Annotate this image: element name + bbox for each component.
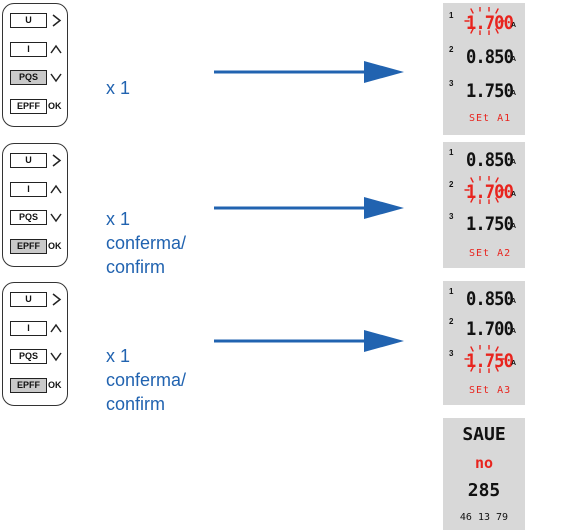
- row-number: 1: [449, 148, 454, 157]
- display-row-2: 2 1.700 A: [443, 317, 525, 343]
- chevron-right-icon: [49, 13, 65, 28]
- save-footer: 46 13 79: [459, 512, 509, 523]
- chevron-up-icon: [49, 182, 65, 197]
- row-number: 2: [449, 45, 454, 54]
- display-row-1: 1 1.700 A: [443, 7, 525, 37]
- arrow-right-icon: [214, 61, 404, 83]
- display-row-2: 2 0.850 A: [443, 45, 525, 71]
- keypad-step-2: U I PQS EPFF OK: [2, 143, 68, 267]
- display-row-3: 3 1.750 A: [443, 345, 525, 375]
- unit-label: A: [511, 298, 517, 305]
- blink-indicator-icon: [464, 345, 505, 373]
- row-value: 1.700: [466, 318, 514, 340]
- row-number: 3: [449, 79, 454, 88]
- row-number: 2: [449, 317, 454, 326]
- row-value: 1.750: [466, 80, 514, 102]
- row-number: 3: [449, 212, 454, 221]
- i-key[interactable]: I: [10, 182, 47, 197]
- i-key[interactable]: I: [10, 42, 47, 57]
- status-text: SEt A1: [469, 113, 512, 124]
- u-key[interactable]: U: [10, 13, 47, 28]
- status-text: SEt A2: [469, 248, 512, 259]
- u-key[interactable]: U: [10, 153, 47, 168]
- save-title: SAUE: [462, 424, 506, 445]
- keypad-step-1: U I PQS EPFF OK: [2, 3, 68, 127]
- row-value: 1.750: [466, 213, 514, 235]
- arrow-right-icon: [214, 197, 404, 219]
- pqs-key[interactable]: PQS: [10, 349, 47, 364]
- chevron-right-icon: [49, 292, 65, 307]
- ok-label: OK: [48, 101, 62, 111]
- display-row-1: 1 0.850 A: [443, 148, 525, 174]
- step-1-label: x 1: [106, 78, 131, 98]
- step-3-label: x 1 conferma/ confirm: [106, 346, 187, 414]
- arrow-right-icon: [214, 330, 404, 352]
- display-row-2: 2 1.700 A: [443, 176, 525, 206]
- row-value: 1.750: [466, 350, 514, 372]
- unit-label: A: [511, 191, 517, 198]
- display-row-3: 3 1.750 A: [443, 212, 525, 238]
- row-number: 1: [449, 287, 454, 296]
- lcd-save-display: SAUE no 285 46 13 79: [443, 418, 525, 530]
- unit-label: A: [511, 90, 517, 97]
- save-choice: no: [474, 454, 494, 472]
- pqs-key[interactable]: PQS: [10, 70, 47, 85]
- unit-label: A: [511, 223, 517, 230]
- unit-label: A: [511, 22, 517, 29]
- lcd-display-1: 1 1.700 A 2 0.850 A 3 1.750 A SEt A1: [443, 3, 525, 135]
- row-value: 1.700: [466, 181, 514, 203]
- unit-label: A: [511, 360, 517, 367]
- u-key[interactable]: U: [10, 292, 47, 307]
- display-row-3: 3 1.750 A: [443, 79, 525, 105]
- row-value: 1.700: [466, 12, 514, 34]
- row-value: 0.850: [466, 288, 514, 310]
- status-text: SEt A3: [469, 385, 512, 396]
- row-value: 0.850: [466, 46, 514, 68]
- row-number: 3: [449, 349, 454, 358]
- chevron-down-icon: [49, 349, 65, 364]
- row-value: 0.850: [466, 149, 514, 171]
- i-key[interactable]: I: [10, 321, 47, 336]
- lcd-display-2: 1 0.850 A 2 1.700 A 3 1.750 A SEt A2: [443, 142, 525, 268]
- chevron-up-icon: [49, 42, 65, 57]
- pqs-key[interactable]: PQS: [10, 210, 47, 225]
- save-value: 285: [467, 480, 501, 501]
- unit-label: A: [511, 328, 517, 335]
- ok-label: OK: [48, 241, 62, 251]
- chevron-down-icon: [49, 210, 65, 225]
- unit-label: A: [511, 159, 517, 166]
- chevron-up-icon: [49, 321, 65, 336]
- chevron-right-icon: [49, 153, 65, 168]
- epff-key[interactable]: EPFF: [10, 239, 47, 254]
- display-row-1: 1 0.850 A: [443, 287, 525, 313]
- row-number: 2: [449, 180, 454, 189]
- keypad-step-3: U I PQS EPFF OK: [2, 282, 68, 406]
- ok-label: OK: [48, 380, 62, 390]
- chevron-down-icon: [49, 70, 65, 85]
- step-2-label: x 1 conferma/ confirm: [106, 209, 187, 277]
- epff-key[interactable]: EPFF: [10, 99, 47, 114]
- blink-indicator-icon: [464, 176, 505, 204]
- lcd-display-3: 1 0.850 A 2 1.700 A 3 1.750 A SEt A3: [443, 281, 525, 405]
- unit-label: A: [511, 56, 517, 63]
- blink-indicator-icon: [464, 7, 505, 35]
- epff-key[interactable]: EPFF: [10, 378, 47, 393]
- row-number: 1: [449, 11, 454, 20]
